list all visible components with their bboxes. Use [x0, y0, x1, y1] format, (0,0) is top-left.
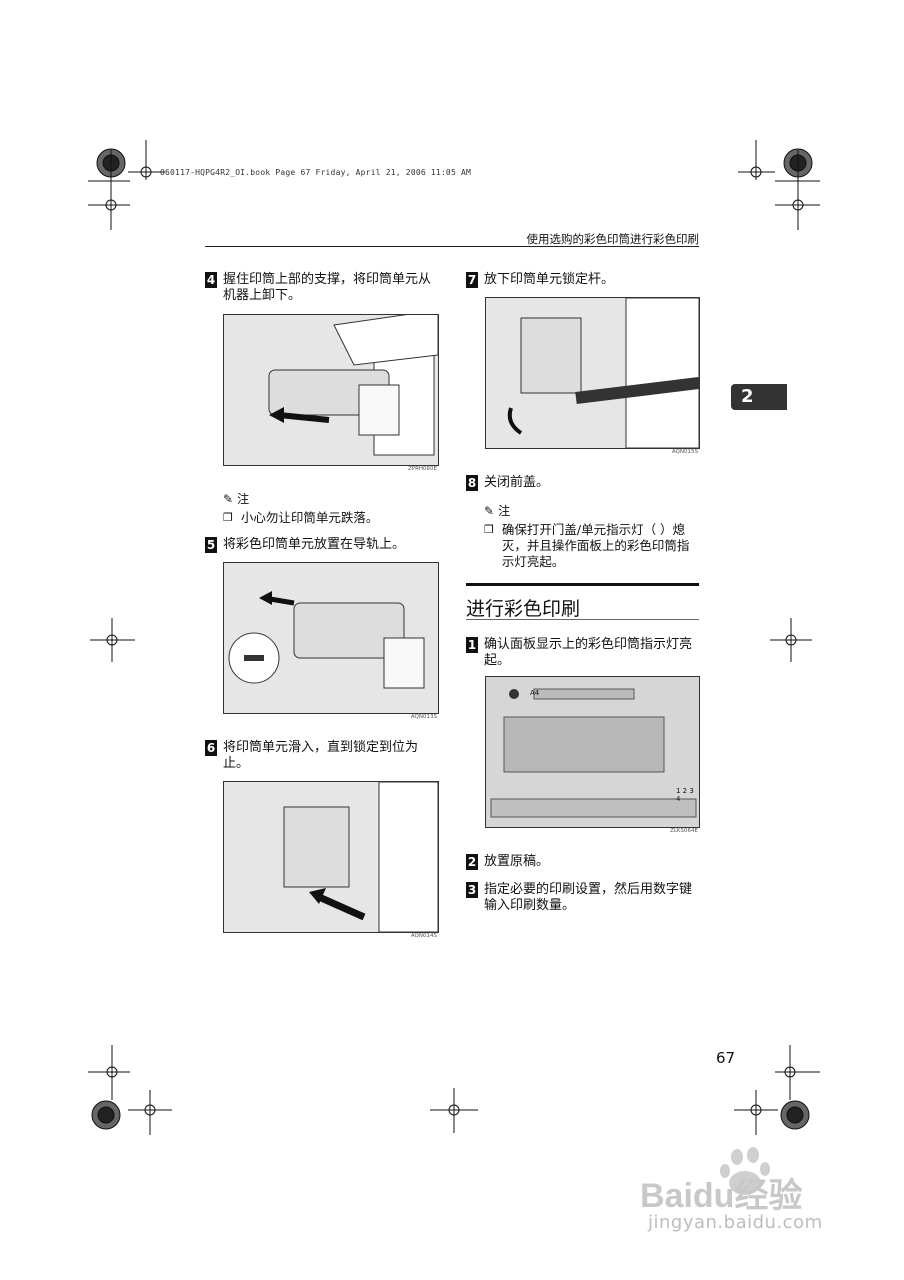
step-7: 7 放下印筒单元锁定杆。 [466, 272, 702, 288]
figure-caption: ZLKS064E [670, 828, 698, 834]
section-title: 进行彩色印刷 [466, 598, 581, 620]
illustration-lower-lever [485, 297, 700, 449]
pencil-icon: ✎ [223, 491, 234, 506]
illustration-slide-in [223, 781, 439, 933]
section-step-1: 1 确认面板显示上的彩色印筒指示灯亮起。 [466, 637, 702, 669]
illustration-remove-drum [223, 314, 439, 466]
figure-caption: AQN013S [410, 714, 437, 720]
step-number: 1 [466, 637, 478, 653]
figure-caption: ZPRH060E [407, 466, 437, 472]
step-text: 握住印筒上部的支撑，将印筒单元从机器上卸下。 [223, 272, 432, 303]
section-underline [466, 619, 699, 620]
figure-caption: AQN014S [410, 933, 437, 939]
page-header-title: 使用选购的彩色印筒进行彩色印刷 [526, 232, 700, 246]
checkbox-bullet-icon: ❒ [223, 511, 233, 524]
step-text: 将彩色印筒单元放置在导轨上。 [223, 537, 406, 552]
note-item: ❒ 小心勿让印筒单元跌落。 [223, 510, 379, 525]
note-header: ✎ 注 [484, 503, 511, 519]
step-number: 3 [466, 882, 478, 898]
step-text: 将印筒单元滑入，直到锁定到位为止。 [223, 740, 419, 771]
baidu-paw-logo: Baidu经验 [640, 1147, 802, 1215]
step-number: 4 [205, 272, 217, 288]
step-number: 7 [466, 272, 478, 288]
counter-label: 1 2 3 4 [676, 787, 694, 803]
illustration-control-panel: A4 1 2 3 4 [485, 676, 700, 828]
step-number: 5 [205, 537, 217, 553]
figure-caption: AQN015S [671, 449, 698, 455]
section-rule [466, 583, 699, 586]
step-number: 6 [205, 740, 217, 756]
svg-text:Baidu经验: Baidu经验 [640, 1176, 802, 1215]
chapter-tab: 2 [731, 384, 787, 410]
step-text: 确认面板显示上的彩色印筒指示灯亮起。 [484, 637, 693, 668]
book-info: 060117-HQPG4R2_OI.book Page 67 Friday, A… [160, 168, 472, 177]
step-text: 关闭前盖。 [484, 475, 550, 490]
note-item: ❒ 确保打开门盖/单元指示灯（ ）熄灭，并且操作面板上的彩色印筒指示灯亮起。 [484, 522, 690, 569]
paper-size-label: A4 [530, 689, 540, 697]
step-5: 5 将彩色印筒单元放置在导轨上。 [205, 537, 441, 553]
watermark-url: jingyan.baidu.com [648, 1212, 823, 1233]
page-number: 67 [716, 1049, 736, 1067]
section-step-2: 2 放置原稿。 [466, 854, 702, 870]
step-text: 指定必要的印刷设置，然后用数字键输入印刷数量。 [484, 882, 693, 913]
step-8: 8 关闭前盖。 [466, 475, 702, 491]
step-text: 放下印筒单元锁定杆。 [484, 272, 615, 287]
illustration-place-on-rails [223, 562, 439, 714]
note-header: ✎ 注 [223, 491, 250, 507]
step-number: 8 [466, 475, 478, 491]
pencil-icon: ✎ [484, 503, 495, 518]
step-number: 2 [466, 854, 478, 870]
checkbox-bullet-icon: ❒ [484, 523, 494, 536]
header-rule [205, 246, 699, 247]
section-step-3: 3 指定必要的印刷设置，然后用数字键输入印刷数量。 [466, 882, 702, 914]
step-text: 放置原稿。 [484, 854, 550, 869]
step-4: 4 握住印筒上部的支撑，将印筒单元从机器上卸下。 [205, 272, 441, 304]
step-6: 6 将印筒单元滑入，直到锁定到位为止。 [205, 740, 441, 772]
